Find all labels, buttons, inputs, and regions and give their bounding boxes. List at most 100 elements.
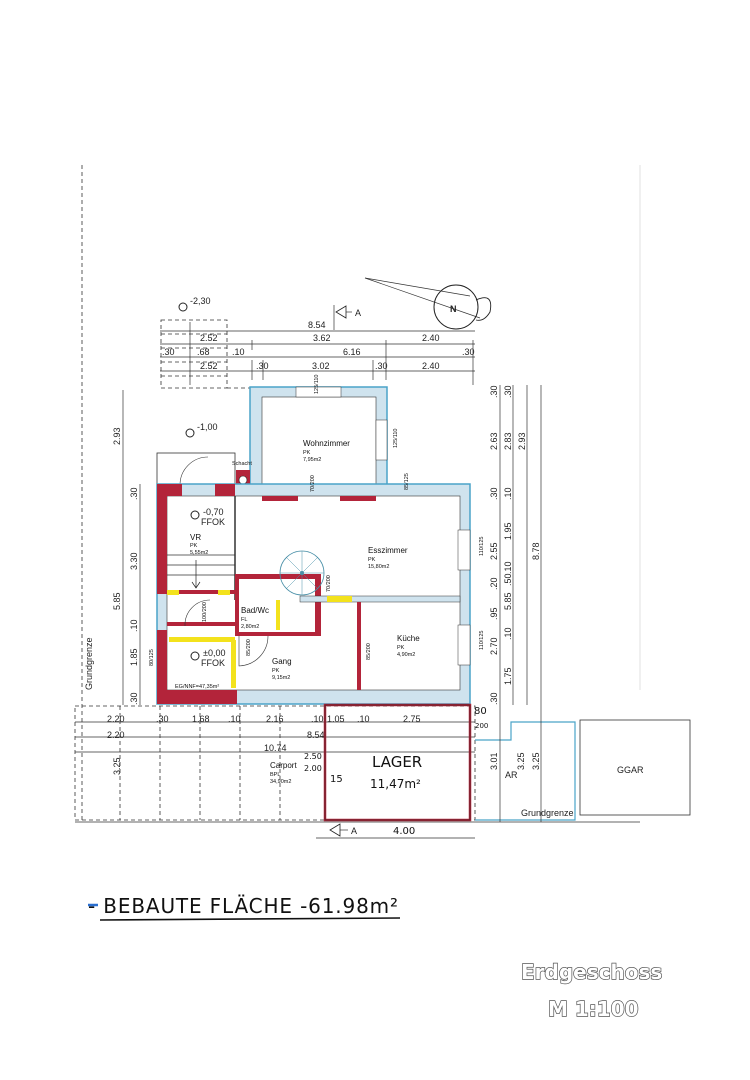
room-vr: VR PK 5,55m2 bbox=[190, 533, 208, 556]
svg-text:FFOK: FFOK bbox=[201, 517, 225, 527]
svg-text:3.62: 3.62 bbox=[313, 333, 331, 343]
svg-text:110/125: 110/125 bbox=[479, 537, 485, 556]
svg-text:1.85: 1.85 bbox=[129, 648, 139, 666]
room-lager: LAGER 11,47m² bbox=[323, 703, 472, 822]
svg-text:4,90m2: 4,90m2 bbox=[397, 652, 415, 658]
svg-text:2.52: 2.52 bbox=[200, 333, 218, 343]
svg-text:.10: .10 bbox=[129, 619, 139, 632]
svg-text:2.00: 2.00 bbox=[304, 764, 322, 773]
opening-labels: 70/200 85/125 110/125 110/125 85/200 70/… bbox=[149, 473, 485, 666]
svg-text:15,80m2: 15,80m2 bbox=[368, 564, 389, 570]
svg-text:.10: .10 bbox=[228, 714, 241, 724]
room-wohnzimmer: Wohnzimmer PK 7,95m2 125/110 125/110 bbox=[249, 375, 399, 500]
svg-text:80: 80 bbox=[474, 706, 487, 717]
svg-text:±0,00: ±0,00 bbox=[203, 648, 225, 658]
svg-text:.30: .30 bbox=[375, 361, 388, 371]
svg-text:AR: AR bbox=[505, 770, 518, 780]
plan-title: Erdgeschoss bbox=[521, 960, 662, 984]
dimensions-top: 8.54 2.52 3.62 2.40 .30 .68 .10 6.16 .30… bbox=[160, 320, 475, 385]
svg-text:125/110: 125/110 bbox=[393, 429, 399, 448]
svg-text:.30: .30 bbox=[129, 487, 139, 500]
svg-text:.50: .50 bbox=[503, 573, 513, 586]
exterior-stair bbox=[160, 319, 250, 389]
built-area-note: - BEBAUTE FLÄCHE -61.98m² bbox=[88, 894, 401, 921]
svg-text:Küche: Küche bbox=[397, 634, 420, 643]
svg-text:Carport: Carport bbox=[270, 761, 297, 770]
svg-text:15: 15 bbox=[330, 774, 343, 785]
svg-text:.30: .30 bbox=[489, 692, 499, 705]
svg-text:2.20: 2.20 bbox=[107, 714, 125, 724]
dimensions-left: 2.93 .30 3.30 5.85 .10 1.85 .30 3.25 bbox=[112, 390, 141, 775]
svg-text:A: A bbox=[351, 826, 357, 836]
svg-text:2.93: 2.93 bbox=[517, 432, 527, 450]
svg-text:1.95: 1.95 bbox=[503, 522, 513, 540]
carport: Carport BPL 34,90m2 bbox=[74, 705, 476, 821]
svg-text:Wohnzimmer: Wohnzimmer bbox=[303, 439, 350, 448]
svg-text:34,90m2: 34,90m2 bbox=[270, 779, 291, 785]
svg-text:5,55m2: 5,55m2 bbox=[190, 550, 208, 556]
svg-text:2.83: 2.83 bbox=[503, 432, 513, 450]
room-kueche: Küche PK 4,90m2 bbox=[397, 634, 420, 658]
svg-text:8.78: 8.78 bbox=[531, 542, 541, 560]
svg-text:1.05: 1.05 bbox=[327, 714, 345, 724]
svg-text:PK: PK bbox=[272, 668, 280, 674]
svg-text:.10: .10 bbox=[503, 561, 513, 574]
svg-text:2.40: 2.40 bbox=[422, 333, 440, 343]
svg-text:1.75: 1.75 bbox=[503, 667, 513, 685]
svg-text:GGAR: GGAR bbox=[617, 765, 644, 775]
svg-text:110/125: 110/125 bbox=[479, 631, 485, 650]
room-esszimmer: Esszimmer PK 15,80m2 bbox=[368, 546, 408, 570]
room-ar: AR bbox=[475, 721, 576, 821]
dimensions-bottom: 2.20 .30 1.68 .10 2.16 .10 1.05 .10 2.75… bbox=[107, 706, 488, 839]
svg-text:85/200: 85/200 bbox=[246, 639, 252, 656]
svg-text:1.68: 1.68 bbox=[192, 714, 210, 724]
svg-text:.10: .10 bbox=[232, 347, 245, 357]
room-gang: Gang PK 9,15m2 bbox=[272, 657, 292, 681]
svg-text:PK: PK bbox=[303, 450, 311, 456]
svg-text:2.50: 2.50 bbox=[304, 752, 322, 761]
svg-text:PK: PK bbox=[190, 543, 198, 549]
room-ggar: GGAR bbox=[579, 719, 691, 816]
level-marker-vr: -0,70 FFOK bbox=[190, 507, 225, 527]
svg-text:3.25: 3.25 bbox=[112, 757, 122, 775]
svg-text:.30: .30 bbox=[129, 692, 139, 705]
svg-text:5.85: 5.85 bbox=[503, 592, 513, 610]
svg-text:PK: PK bbox=[397, 645, 405, 651]
svg-text:-1,00: -1,00 bbox=[197, 422, 218, 432]
svg-text:70/200: 70/200 bbox=[326, 575, 332, 592]
svg-text:2.20: 2.20 bbox=[107, 730, 125, 740]
svg-text:Gang: Gang bbox=[272, 657, 292, 666]
svg-text:2.16: 2.16 bbox=[266, 714, 284, 724]
property-line-label: Grundgrenze bbox=[84, 637, 94, 690]
svg-text:2.40: 2.40 bbox=[422, 361, 440, 371]
level-marker-stair: -2,30 bbox=[178, 296, 211, 312]
svg-text:- BEBAUTE FLÄCHE -61.98m²: - BEBAUTE FLÄCHE -61.98m² bbox=[88, 894, 398, 918]
svg-text:LAGER: LAGER bbox=[372, 753, 422, 771]
svg-text:3.01: 3.01 bbox=[489, 752, 499, 770]
svg-text:.68: .68 bbox=[197, 347, 210, 357]
svg-text:.10: .10 bbox=[311, 714, 324, 724]
svg-text:.30: .30 bbox=[256, 361, 269, 371]
svg-text:3.25: 3.25 bbox=[516, 752, 526, 770]
svg-text:.30: .30 bbox=[462, 347, 475, 357]
property-line-label-bottom: Grundgrenze bbox=[521, 808, 574, 818]
svg-text:11,47m²: 11,47m² bbox=[370, 777, 421, 791]
svg-text:2.55: 2.55 bbox=[489, 542, 499, 560]
svg-text:70/200: 70/200 bbox=[310, 475, 316, 492]
entrance-canopy bbox=[156, 452, 236, 486]
section-marker-bottom: A bbox=[329, 823, 357, 837]
svg-text:2.75: 2.75 bbox=[403, 714, 421, 724]
svg-text:-0,70: -0,70 bbox=[203, 507, 224, 517]
plan-scale: M 1:100 bbox=[548, 997, 639, 1021]
svg-text:.30: .30 bbox=[489, 487, 499, 500]
svg-text:.10: .10 bbox=[503, 627, 513, 640]
svg-text:85/125: 85/125 bbox=[404, 473, 410, 490]
svg-text:FL: FL bbox=[241, 617, 247, 623]
svg-text:.20: .20 bbox=[489, 577, 499, 590]
dimensions-right: .30 .30 2.63 2.83 2.93 .30 .10 1.95 2.55… bbox=[489, 385, 542, 822]
level-marker-entry: ±0,00 FFOK bbox=[190, 648, 225, 668]
svg-text:2.70: 2.70 bbox=[489, 637, 499, 655]
svg-text:BPL: BPL bbox=[270, 772, 280, 778]
svg-text:.30: .30 bbox=[489, 385, 499, 398]
level-marker-entrance: -1,00 bbox=[185, 422, 218, 438]
